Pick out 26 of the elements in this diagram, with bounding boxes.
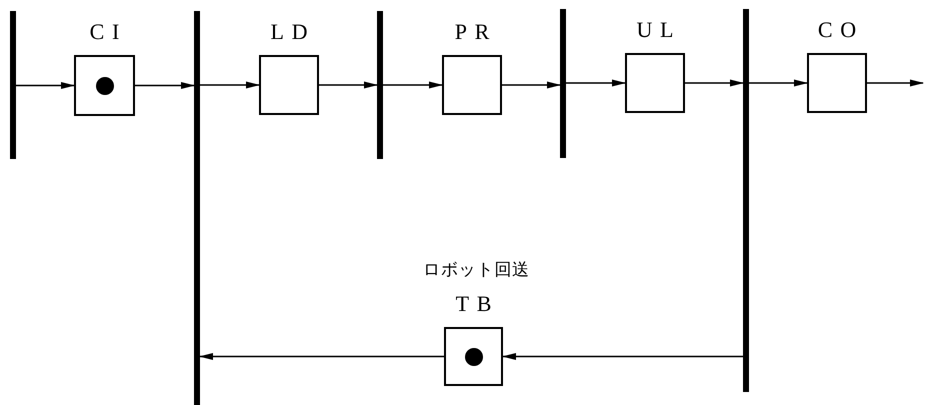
transition-bar: [743, 9, 749, 392]
place-label: CI: [88, 19, 128, 45]
arrow: [685, 80, 744, 86]
transition-bar: [377, 11, 383, 159]
token-dot: [464, 348, 482, 366]
arrow: [566, 80, 626, 86]
place-label: TB: [454, 291, 500, 317]
place-label: PR: [454, 19, 497, 45]
transition-bar: [194, 11, 200, 405]
arrow: [502, 82, 561, 88]
transition-bar: [560, 9, 566, 158]
place-caption: ロボット回送: [422, 259, 530, 281]
arrow: [502, 353, 743, 360]
arrow: [16, 82, 75, 89]
transition-bar: [10, 11, 16, 159]
place-label: UL: [635, 17, 682, 43]
arrow: [135, 82, 195, 89]
arrow: [199, 353, 444, 360]
place-label: LD: [269, 19, 316, 45]
arrow: [319, 82, 378, 88]
arrow: [867, 80, 924, 86]
arrow: [383, 82, 443, 88]
token-dot: [96, 76, 114, 94]
place-label: CO: [816, 17, 864, 43]
arrow: [200, 82, 260, 88]
arrow: [749, 80, 808, 86]
